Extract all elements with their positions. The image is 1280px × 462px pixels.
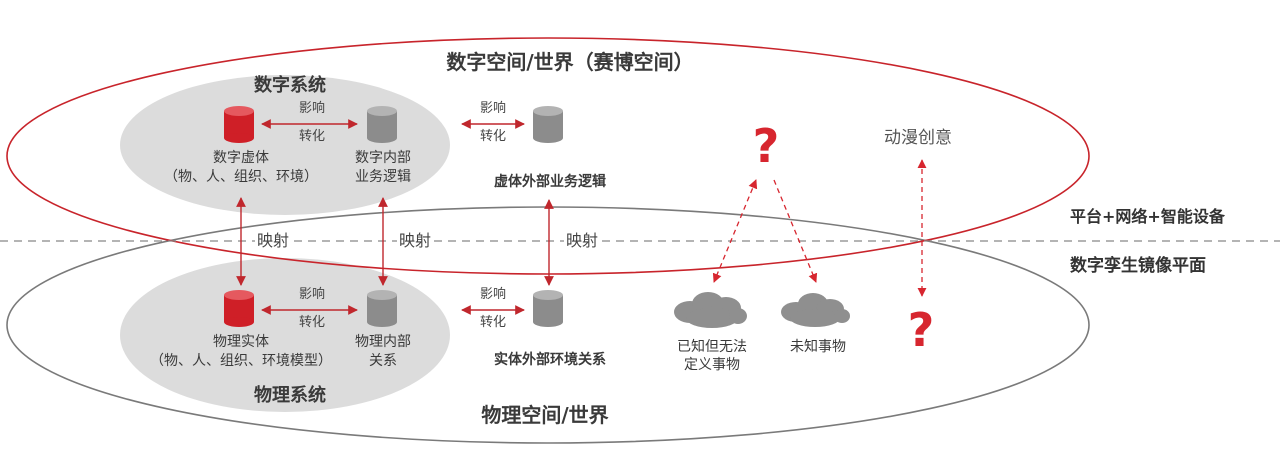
external-digital-label: 虚体外部业务逻辑 bbox=[494, 174, 606, 190]
unknown-things-label: 未知事物 bbox=[790, 339, 846, 355]
physical-internal-db-icon bbox=[367, 290, 397, 327]
anime-creativity-label: 动漫创意 bbox=[884, 128, 952, 148]
digital-virtual-detail: （物、人、组织、环境） bbox=[164, 169, 318, 185]
external-digital-transform: 转化 bbox=[479, 129, 507, 144]
external-physical-influence: 影响 bbox=[479, 287, 507, 302]
digital-virtual-db-icon bbox=[224, 106, 254, 143]
question-mark-top-icon: ? bbox=[752, 119, 780, 173]
mapping-label-1: 映射 bbox=[254, 231, 292, 251]
digital-world-title: 数字空间/世界（赛博空间） bbox=[446, 50, 694, 74]
digital-internal-label-1: 数字内部 bbox=[355, 150, 411, 166]
dashed-arrow-unknown bbox=[773, 179, 818, 283]
mapping-label-3: 映射 bbox=[563, 231, 601, 251]
physical-entity-detail: （物、人、组织、环境模型） bbox=[150, 353, 332, 369]
physical-world-title: 物理空间/世界 bbox=[481, 403, 609, 427]
known-undefined-label-2: 定义事物 bbox=[684, 357, 740, 373]
external-physical-transform: 转化 bbox=[479, 315, 507, 330]
cloud-known-icon bbox=[674, 292, 747, 328]
dashed-arrow-known bbox=[712, 179, 758, 283]
mapping-label-2: 映射 bbox=[396, 231, 434, 251]
digital-internal-label-2: 业务逻辑 bbox=[355, 169, 411, 185]
physical-external-db-icon bbox=[533, 290, 563, 327]
physical-internal-label-2: 关系 bbox=[369, 353, 397, 369]
physical-system-title: 物理系统 bbox=[254, 385, 326, 406]
cloud-unknown-icon bbox=[781, 293, 850, 327]
digital-transform-label: 转化 bbox=[298, 129, 326, 144]
question-mark-bottom-icon: ? bbox=[907, 303, 935, 357]
known-undefined-label-1: 已知但无法 bbox=[677, 339, 747, 355]
physical-transform-label: 转化 bbox=[298, 315, 326, 330]
digital-external-db-icon bbox=[533, 106, 563, 143]
digital-influence-label: 影响 bbox=[298, 101, 326, 116]
digital-virtual-label: 数字虚体 bbox=[213, 150, 269, 166]
external-physical-label: 实体外部环境关系 bbox=[494, 352, 606, 368]
platform-network-label: 平台+网络+智能设备 bbox=[1070, 207, 1225, 226]
digital-internal-db-icon bbox=[367, 106, 397, 143]
twin-plane-label: 数字孪生镜像平面 bbox=[1070, 256, 1206, 276]
physical-internal-label-1: 物理内部 bbox=[355, 334, 411, 350]
external-digital-influence: 影响 bbox=[479, 101, 507, 116]
physical-entity-label: 物理实体 bbox=[213, 334, 269, 350]
physical-entity-db-icon bbox=[224, 290, 254, 327]
physical-influence-label: 影响 bbox=[298, 287, 326, 302]
digital-system-title: 数字系统 bbox=[254, 75, 326, 96]
